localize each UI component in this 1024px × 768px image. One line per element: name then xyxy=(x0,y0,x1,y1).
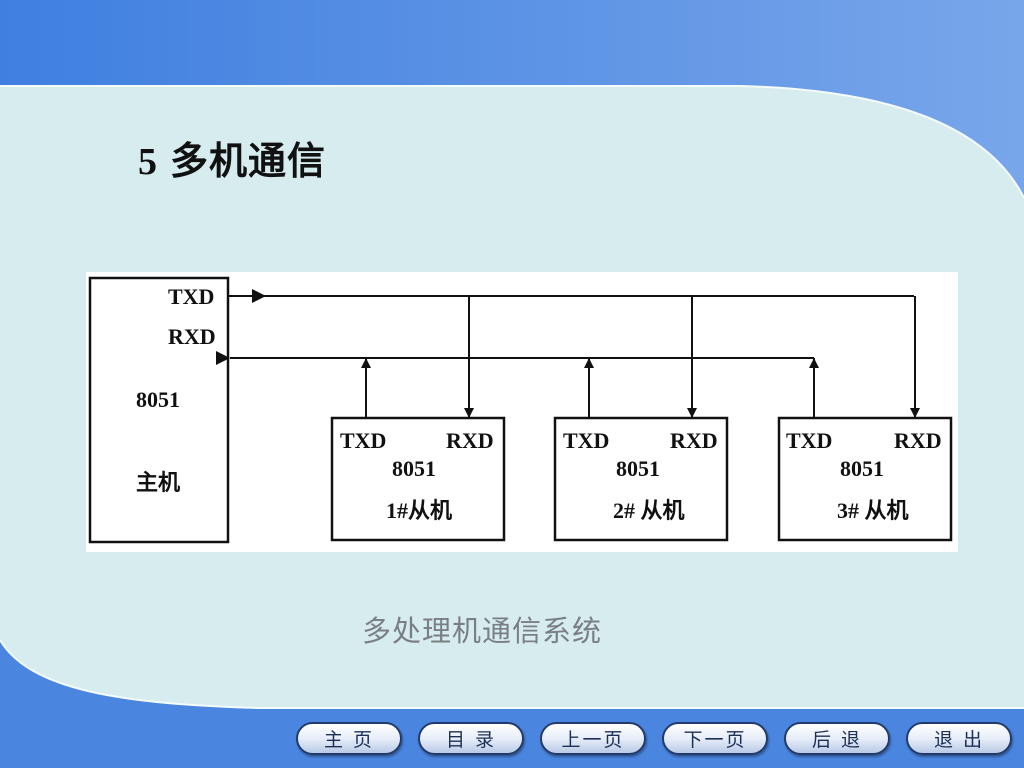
slave-2-chip-label: 8051 xyxy=(616,456,660,481)
slave-2-role-label: 2# 从机 xyxy=(613,498,685,523)
contents-button[interactable]: 目 录 xyxy=(418,722,524,755)
slave-1-box xyxy=(330,416,506,542)
master-chip-label: 8051 xyxy=(136,387,180,412)
slave-1-rxd-label: RXD xyxy=(446,428,494,453)
multi-processor-diagram: TXD RXD 8051 主机 TXD RXD 8051 1#从机 TXD RX… xyxy=(86,272,958,552)
slide-title: 5 多机通信 xyxy=(138,130,326,185)
nav-bar: 主 页 目 录 上一页 下一页 后 退 退 出 xyxy=(296,722,1012,755)
slave-3-chip-label: 8051 xyxy=(840,456,884,481)
slave-3-txd-label: TXD xyxy=(786,428,832,453)
slave-2-txd-label: TXD xyxy=(563,428,609,453)
prev-page-button[interactable]: 上一页 xyxy=(540,722,646,755)
slave-1-role-label: 1#从机 xyxy=(386,498,452,523)
master-txd-label: TXD xyxy=(168,284,214,309)
slave-2-rxd-label: RXD xyxy=(670,428,718,453)
title-text: 多机通信 xyxy=(170,138,327,183)
next-page-button[interactable]: 下一页 xyxy=(662,722,768,755)
slave-3-rxd-label: RXD xyxy=(894,428,942,453)
back-button[interactable]: 后 退 xyxy=(784,722,890,755)
exit-button[interactable]: 退 出 xyxy=(906,722,1012,755)
master-box xyxy=(88,276,230,544)
master-role-label: 主机 xyxy=(136,470,180,495)
slave-3-role-label: 3# 从机 xyxy=(837,498,909,523)
slave-3-box xyxy=(777,416,953,542)
bottom-wave xyxy=(0,640,260,708)
slave-1-chip-label: 8051 xyxy=(392,456,436,481)
master-rxd-label: RXD xyxy=(168,324,216,349)
slave-2-box xyxy=(553,416,729,542)
home-button[interactable]: 主 页 xyxy=(296,722,402,755)
diagram-caption: 多处理机通信系统 xyxy=(362,614,603,648)
slave-1-txd-label: TXD xyxy=(340,428,386,453)
title-number: 5 xyxy=(138,141,158,183)
